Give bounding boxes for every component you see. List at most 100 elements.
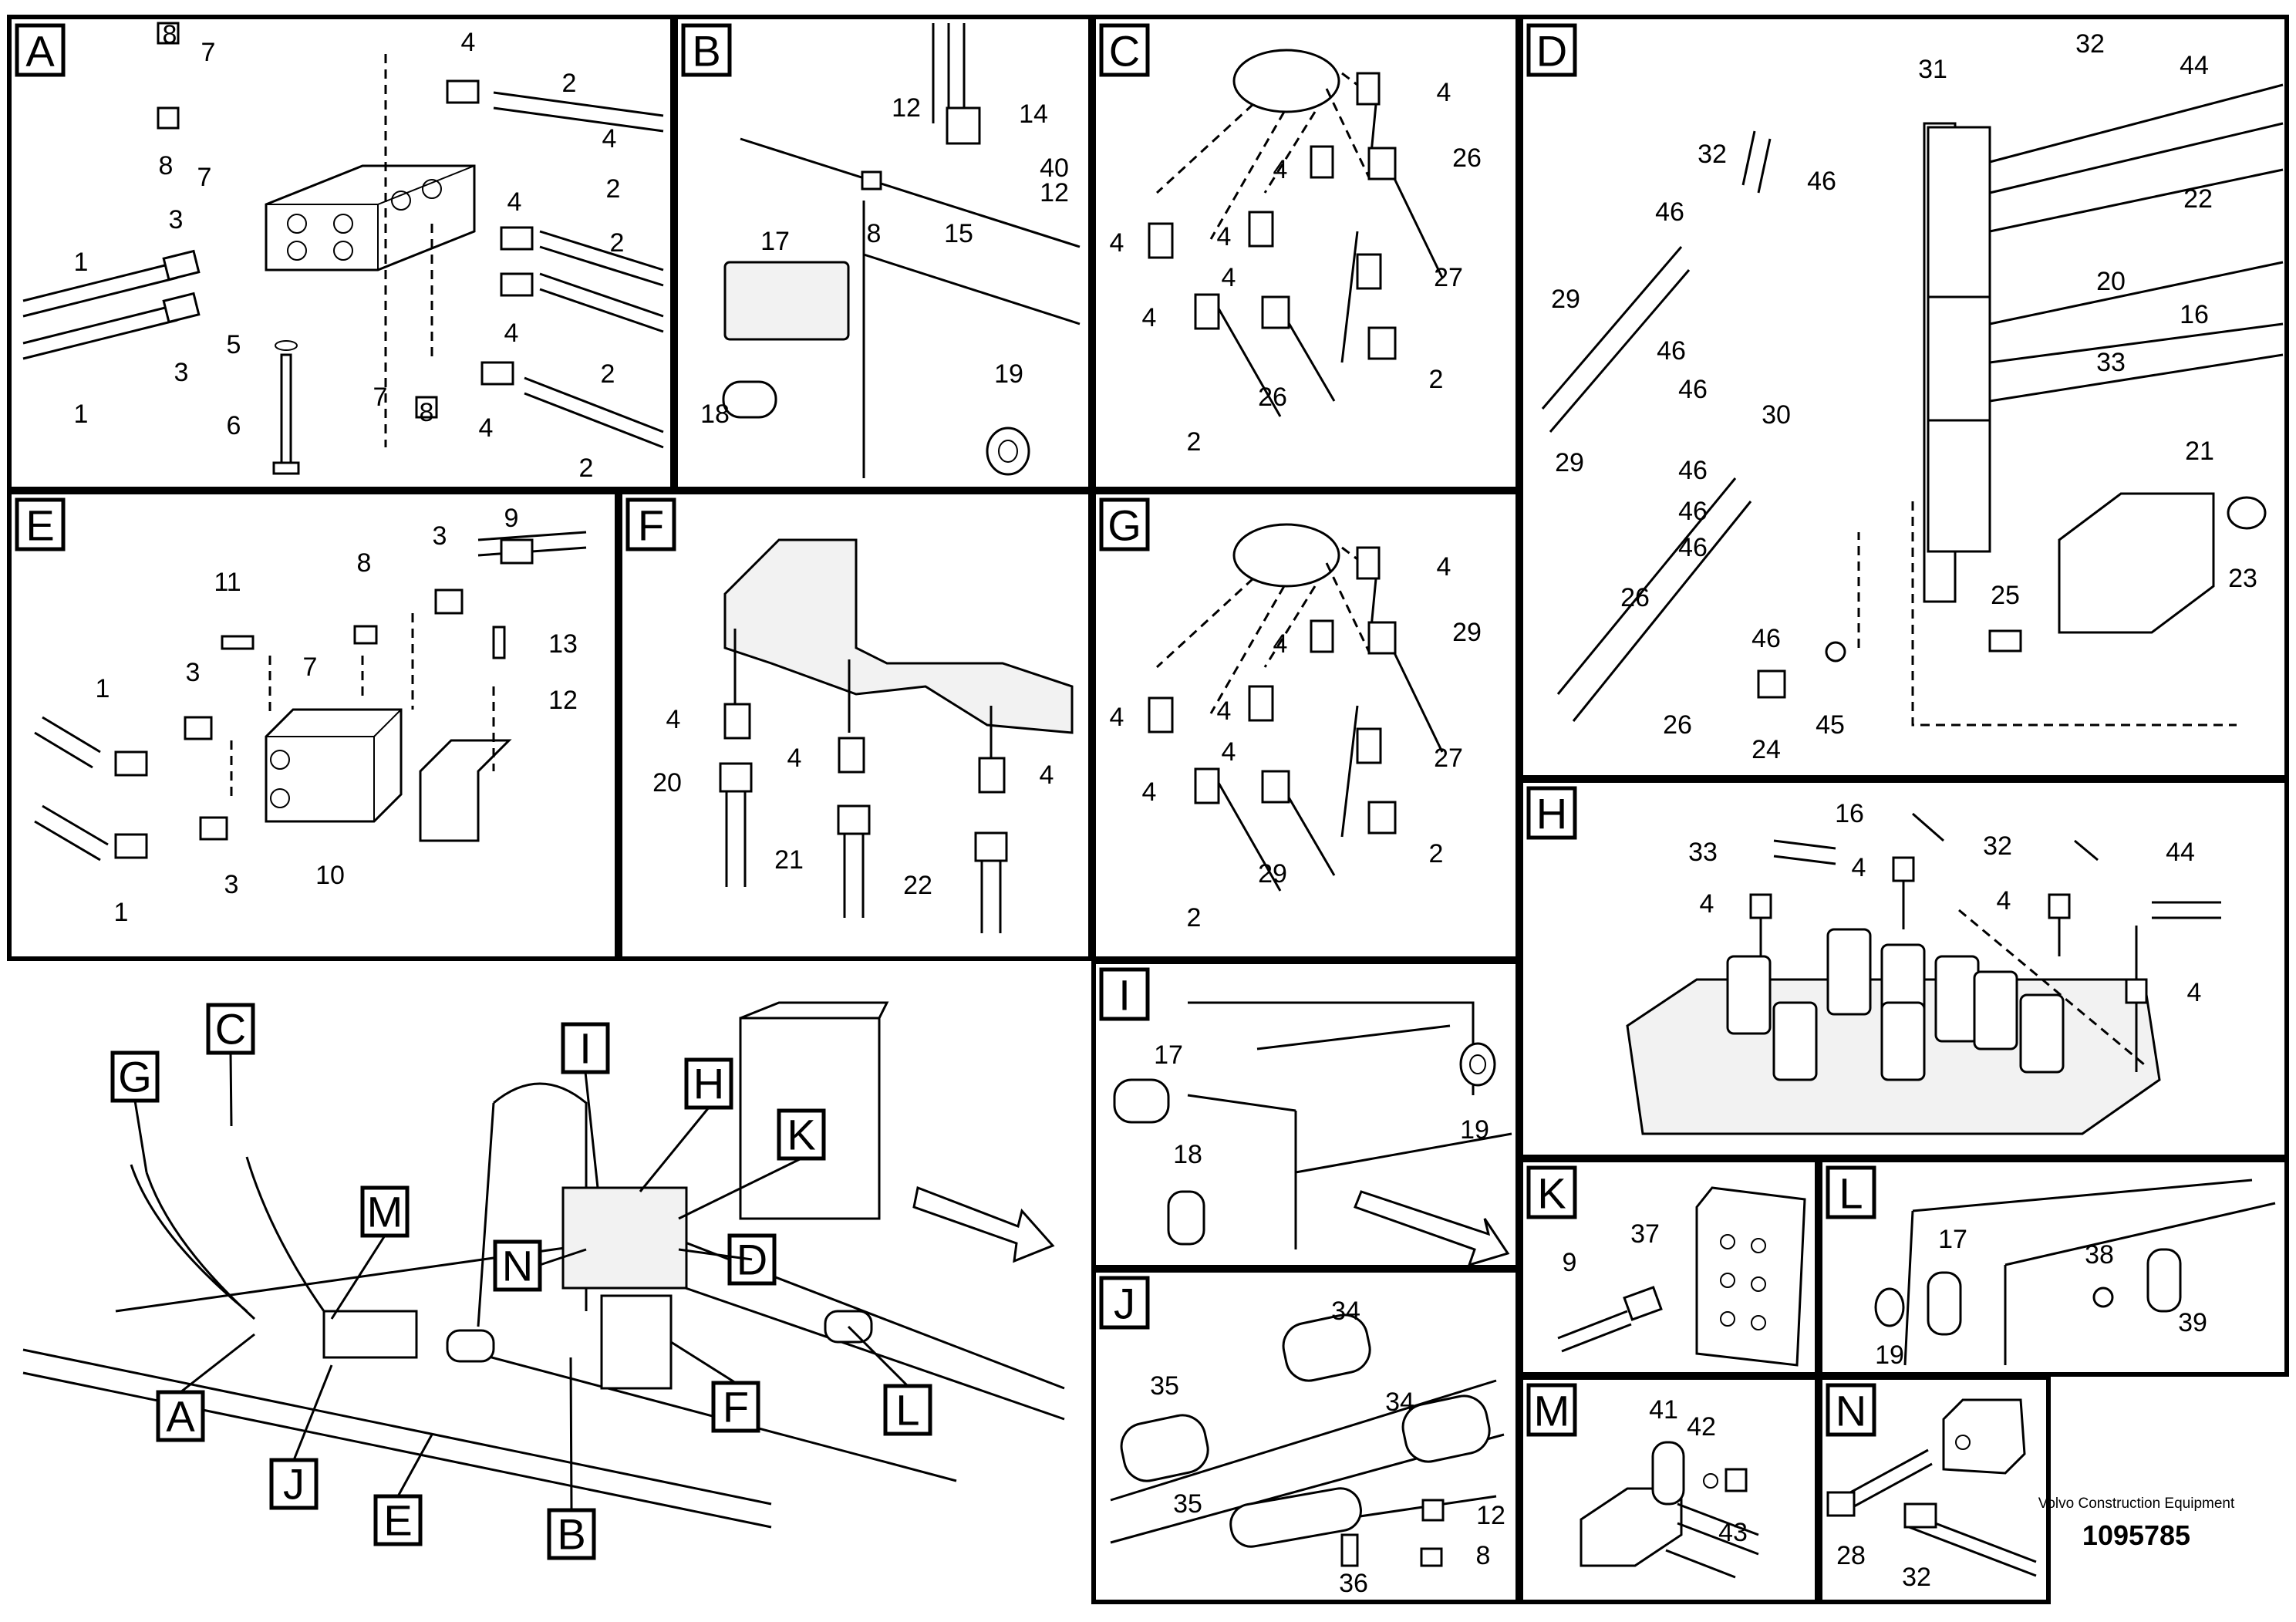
part-callout-number: 7 (197, 163, 212, 192)
part-callout-number: 17 (1938, 1225, 1967, 1254)
panel-k-tag-label: K (1537, 1169, 1566, 1218)
part-callout-number: 8 (163, 20, 177, 49)
panel-d-drawing: D 31 32 44 32 46 22 46 29 46 20 46 16 33… (1526, 23, 2284, 764)
panel-b-drawing: B 12 14 40 12 8 15 17 18 19 (681, 23, 1081, 478)
part-callout-number: 1 (74, 400, 89, 429)
part-callout-number: 4 (1040, 760, 1054, 790)
tee-block (1580, 1487, 1683, 1567)
overview-tag-label: K (787, 1111, 815, 1159)
brand-label: Volvo Construction Equipment (2038, 1496, 2235, 1512)
part-callout-number: 28 (1836, 1541, 1866, 1570)
part-callout-number: 8 (159, 151, 174, 180)
part-callout-number: 18 (700, 400, 730, 429)
panel-i-tag (1099, 967, 1150, 1021)
part-callout-number: 6 (227, 411, 241, 440)
overview-tag-m[interactable] (360, 1185, 410, 1238)
drawing-reference-number: 1095785 (2082, 1519, 2191, 1551)
part-callout-number: 26 (1620, 583, 1650, 612)
part-callout-number: 2 (1429, 839, 1444, 868)
part-callout-number: 32 (1902, 1563, 1931, 1592)
part-callout-number: 22 (2183, 184, 2213, 214)
part-callout-number: 35 (1150, 1371, 1179, 1401)
panel-d-frame (1519, 15, 2289, 780)
direction-arrow (1354, 1190, 1510, 1267)
part-callout-number: 46 (1678, 456, 1708, 485)
overview-tag-label: L (895, 1386, 919, 1435)
part-callout-number: 5 (227, 330, 241, 359)
overview-tag-label: B (557, 1510, 585, 1559)
part-callout-number: 7 (373, 383, 388, 412)
part-callout-number: 8 (867, 219, 882, 248)
panel-d-tag (1526, 23, 1577, 77)
part-callout-number: 8 (357, 548, 372, 578)
part-callout-number: 4 (666, 705, 681, 734)
part-callout-number: 18 (1173, 1140, 1202, 1169)
overview-tag-e[interactable] (373, 1494, 423, 1546)
part-callout-number: 2 (610, 228, 625, 258)
overview-tag-label: N (502, 1242, 533, 1290)
part-callout-number: 12 (1040, 178, 1069, 207)
overview-tag-label: I (579, 1024, 592, 1073)
panel-l-tag-label: L (1839, 1169, 1863, 1218)
overview-tag-n[interactable] (493, 1239, 542, 1292)
part-callout-number: 33 (1688, 838, 1718, 867)
panel-h-drawing: H 16 33 32 44 4 4 4 4 (1526, 786, 2221, 1135)
part-callout-number: 8 (420, 398, 434, 427)
part-callout-number: 4 (1700, 889, 1714, 919)
part-callout-number: 46 (1678, 375, 1708, 404)
part-callout-number: 12 (548, 686, 578, 715)
part-callout-number: 1 (114, 898, 129, 927)
overview-tag-label: M (367, 1188, 403, 1236)
overview-tag-label: J (283, 1460, 305, 1509)
overview-tag-d[interactable] (727, 1233, 777, 1286)
panel-f-drawing: F 4 4 4 20 21 22 (625, 497, 1074, 933)
part-callout-number: 27 (1434, 744, 1463, 773)
panel-f-tag-label: F (638, 501, 664, 550)
part-callout-number: 2 (601, 359, 615, 389)
part-callout-number: 26 (1452, 143, 1482, 173)
panel-a-tag (15, 23, 66, 77)
part-callout-number: 16 (1835, 799, 1864, 828)
panel-a-drawing: A 8 7 8 7 4 2 1 3 1 (15, 20, 664, 483)
part-callout-number: 34 (1331, 1297, 1360, 1326)
part-callout-number: 29 (1551, 285, 1580, 314)
part-callout-number: 2 (606, 174, 621, 204)
overview-tag-a[interactable] (156, 1390, 205, 1442)
panel-j-tag (1099, 1276, 1150, 1330)
overview-tag-label: H (693, 1060, 724, 1108)
part-callout-number: 2 (579, 454, 594, 483)
part-callout-number: 37 (1630, 1219, 1660, 1249)
part-callout-number: 4 (1852, 853, 1866, 882)
part-callout-number: 41 (1649, 1395, 1678, 1425)
part-callout-number: 3 (433, 521, 447, 551)
overview-tag-label: G (118, 1053, 152, 1101)
panel-c-drawing: C 4 4 26 4 4 4 27 4 26 2 2 (1099, 23, 1482, 457)
part-callout-number: 1 (96, 674, 110, 703)
panel-n-drawing: N 28 32 (1826, 1383, 2037, 1592)
part-callout-number: 39 (2178, 1308, 2207, 1337)
part-callout-number: 3 (174, 358, 189, 387)
panel-f-tag (625, 497, 676, 551)
part-callout-number: 24 (1752, 735, 1781, 764)
panel-e-tag-label: E (25, 501, 54, 550)
panel-e-tag (15, 497, 66, 551)
panel-i-drawing: I 17 19 18 (1099, 967, 1512, 1267)
part-callout-number: 10 (315, 861, 345, 890)
overview-tag-i[interactable] (561, 1022, 610, 1074)
part-callout-number: 42 (1687, 1412, 1716, 1442)
part-callout-number: 45 (1816, 710, 1845, 740)
panel-m-tag-label: M (1534, 1387, 1570, 1435)
panel-n-tag-label: N (1836, 1387, 1866, 1435)
panel-g-tag (1099, 497, 1150, 551)
part-callout-number: 20 (2096, 267, 2126, 296)
overview-tag-b[interactable] (547, 1508, 596, 1560)
overview-tag-j[interactable] (269, 1458, 319, 1510)
panel-k-drawing: K 37 9 (1526, 1165, 1806, 1367)
part-callout-number: 35 (1173, 1489, 1202, 1519)
part-callout-number: 23 (2228, 564, 2257, 593)
part-callout-number: 46 (1807, 167, 1836, 196)
panel-n-tag (1826, 1383, 1876, 1437)
part-callout-number: 20 (652, 768, 682, 798)
shuttle-valve (1942, 1398, 2026, 1475)
